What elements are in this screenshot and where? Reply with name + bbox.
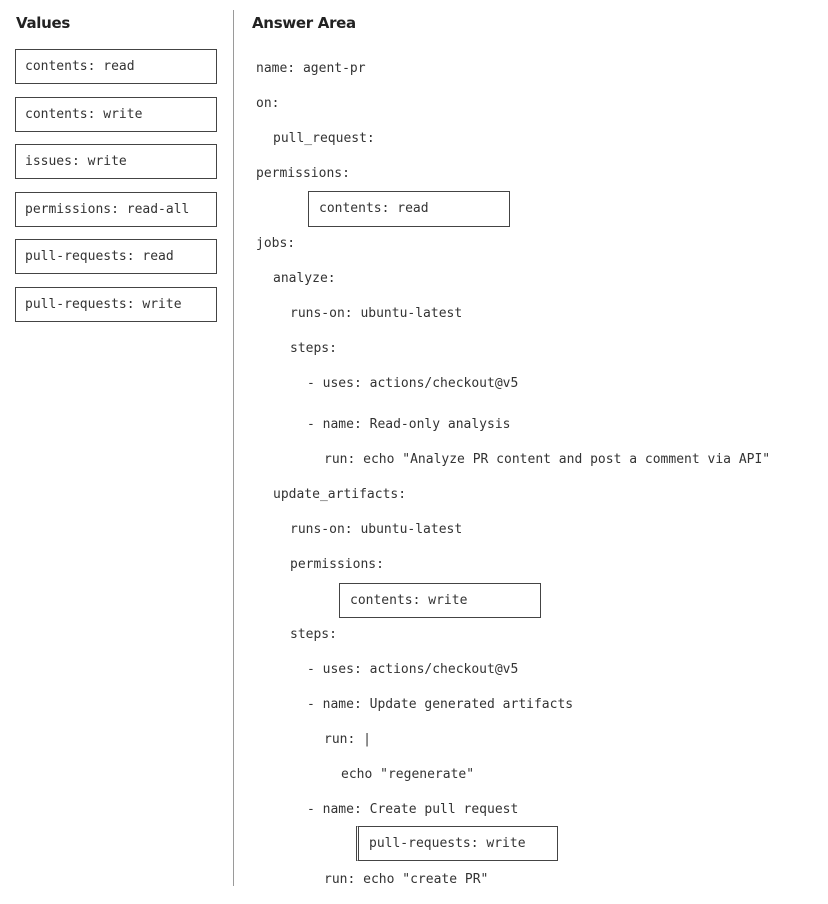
- code-line-update-artifacts: update_artifacts:: [273, 487, 407, 502]
- value-tile-permissions-read-all[interactable]: permissions: read-all: [15, 191, 217, 227]
- value-tile-contents-read[interactable]: contents: read: [15, 49, 217, 84]
- drop-zone-create-pr-permissions[interactable]: pull-requests: write: [356, 826, 558, 861]
- code-line-analyze-checkout: - uses: actions/checkout@v5: [307, 376, 519, 391]
- drop-zone-update-job-permissions[interactable]: contents: write: [339, 583, 541, 618]
- code-line-update-run: run: |: [324, 732, 371, 747]
- code-line-create-pr-name: - name: Create pull request: [307, 802, 519, 817]
- code-line-analyze-step-name: - name: Read-only analysis: [307, 417, 511, 432]
- code-line-pull-request: pull_request:: [273, 131, 375, 146]
- code-line-analyze-runs-on: runs-on: ubuntu-latest: [290, 306, 463, 321]
- value-tile-pull-requests-read[interactable]: pull-requests: read: [15, 239, 217, 275]
- drop-zone-workflow-permissions[interactable]: contents: read: [308, 191, 510, 227]
- code-line-update-steps: steps:: [290, 627, 337, 642]
- code-line-create-pr-run: run: echo "create PR": [324, 872, 489, 887]
- value-tile-contents-write[interactable]: contents: write: [15, 96, 217, 132]
- code-line-jobs: jobs:: [256, 236, 296, 251]
- values-list: contents: read contents: write issues: w…: [15, 49, 217, 335]
- values-heading: Values: [16, 14, 71, 32]
- code-line-analyze-run: run: echo "Analyze PR content and post a…: [324, 452, 771, 467]
- value-tile-pull-requests-write[interactable]: pull-requests: write: [15, 286, 217, 322]
- code-line-update-checkout: - uses: actions/checkout@v5: [307, 662, 519, 677]
- code-line-name: name: agent-pr: [256, 61, 366, 76]
- answer-area-heading: Answer Area: [252, 14, 356, 32]
- code-line-update-echo: echo "regenerate": [341, 767, 475, 782]
- panel-divider: [233, 10, 234, 886]
- code-line-analyze: analyze:: [273, 271, 336, 286]
- code-line-update-step-name: - name: Update generated artifacts: [307, 697, 574, 712]
- value-tile-issues-write[interactable]: issues: write: [15, 144, 217, 180]
- code-line-on: on:: [256, 96, 280, 111]
- code-line-update-permissions: permissions:: [290, 557, 384, 572]
- code-line-permissions: permissions:: [256, 166, 350, 181]
- code-line-analyze-steps: steps:: [290, 341, 337, 356]
- code-line-update-runs-on: runs-on: ubuntu-latest: [290, 522, 463, 537]
